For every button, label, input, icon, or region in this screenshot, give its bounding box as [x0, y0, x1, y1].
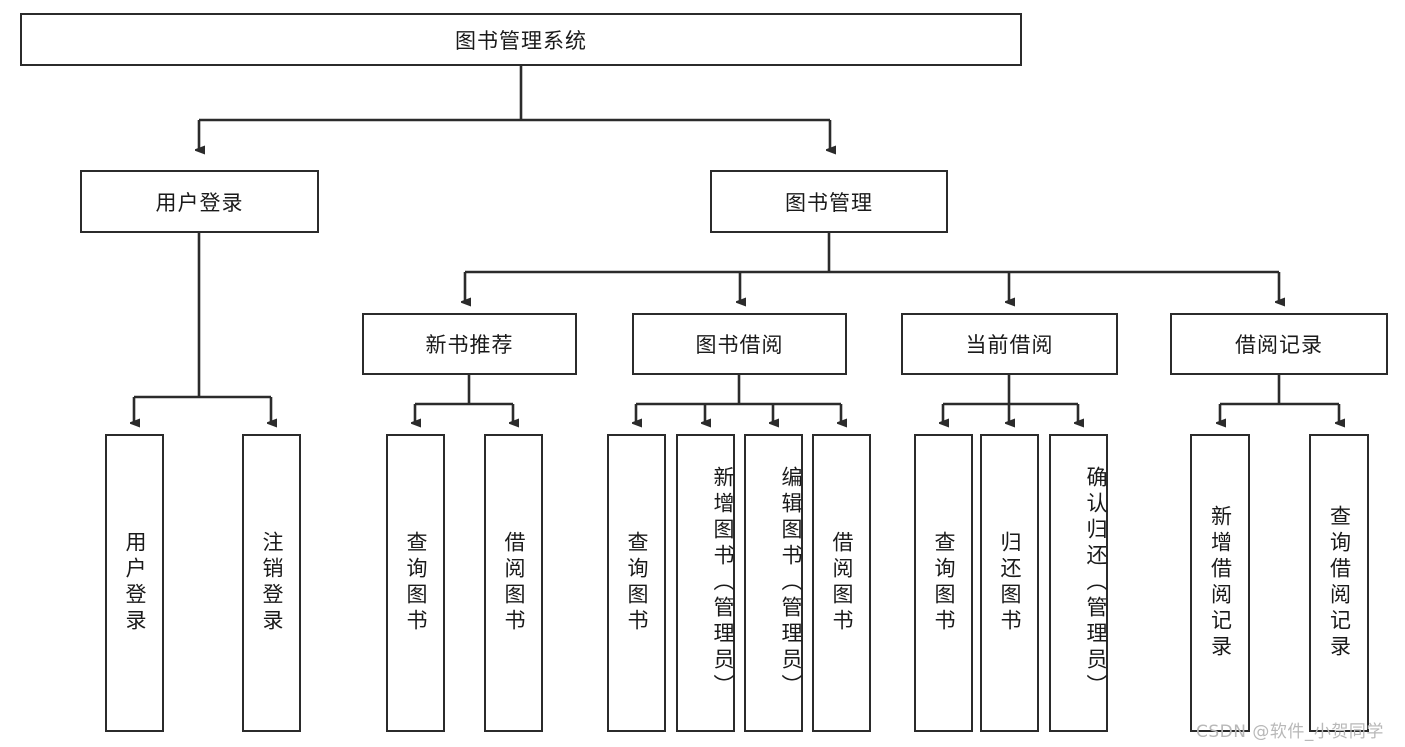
leaf-borrow-book-1-label: 借阅图书 [502, 531, 526, 635]
leaf-return-book-label: 归还图书 [998, 531, 1022, 635]
leaf-query-book-2[interactable]: 查询图书 [607, 434, 666, 732]
leaf-confirm-return[interactable]: 确认归还（管理员） [1049, 434, 1108, 732]
leaf-query-record-label: 查询借阅记录 [1327, 505, 1352, 661]
node-borrow-record[interactable]: 借阅记录 [1170, 313, 1388, 375]
node-current-borrow[interactable]: 当前借阅 [901, 313, 1118, 375]
node-new-book-recommend[interactable]: 新书推荐 [362, 313, 577, 375]
leaf-user-login[interactable]: 用户登录 [105, 434, 164, 732]
leaf-query-book-1-label: 查询图书 [404, 531, 428, 635]
leaf-borrow-book-2-label: 借阅图书 [830, 531, 854, 635]
leaf-add-book-label: 新增图书（管理员） [711, 466, 735, 700]
leaf-query-record[interactable]: 查询借阅记录 [1309, 434, 1369, 732]
leaf-borrow-book-1[interactable]: 借阅图书 [484, 434, 543, 732]
leaf-query-book-3-label: 查询图书 [932, 531, 956, 635]
node-book-borrow[interactable]: 图书借阅 [632, 313, 847, 375]
node-user-login[interactable]: 用户登录 [80, 170, 319, 233]
leaf-query-book-2-label: 查询图书 [625, 531, 649, 635]
csdn-watermark: CSDN @软件_小贺同学 [1196, 722, 1384, 742]
leaf-user-login-label: 用户登录 [123, 531, 147, 635]
node-book-management[interactable]: 图书管理 [710, 170, 948, 233]
node-new-book-recommend-label: 新书推荐 [425, 333, 514, 357]
node-current-borrow-label: 当前借阅 [965, 333, 1054, 357]
leaf-borrow-book-2[interactable]: 借阅图书 [812, 434, 871, 732]
leaf-add-record-label: 新增借阅记录 [1208, 505, 1233, 661]
leaf-edit-book-label: 编辑图书（管理员） [779, 466, 803, 700]
leaf-add-record[interactable]: 新增借阅记录 [1190, 434, 1250, 732]
leaf-user-logout[interactable]: 注销登录 [242, 434, 301, 732]
leaf-edit-book[interactable]: 编辑图书（管理员） [744, 434, 803, 732]
node-book-borrow-label: 图书借阅 [695, 333, 784, 357]
leaf-query-book-3[interactable]: 查询图书 [914, 434, 973, 732]
node-user-login-label: 用户登录 [155, 190, 244, 215]
leaf-query-book-1[interactable]: 查询图书 [386, 434, 445, 732]
leaf-add-book[interactable]: 新增图书（管理员） [676, 434, 735, 732]
node-borrow-record-label: 借阅记录 [1235, 333, 1323, 357]
node-root-label: 图书管理系统 [455, 28, 587, 53]
node-root[interactable]: 图书管理系统 [20, 13, 1022, 66]
leaf-return-book[interactable]: 归还图书 [980, 434, 1039, 732]
node-book-management-label: 图书管理 [785, 190, 873, 215]
leaf-confirm-return-label: 确认归还（管理员） [1084, 466, 1108, 700]
leaf-user-logout-label: 注销登录 [260, 531, 284, 635]
